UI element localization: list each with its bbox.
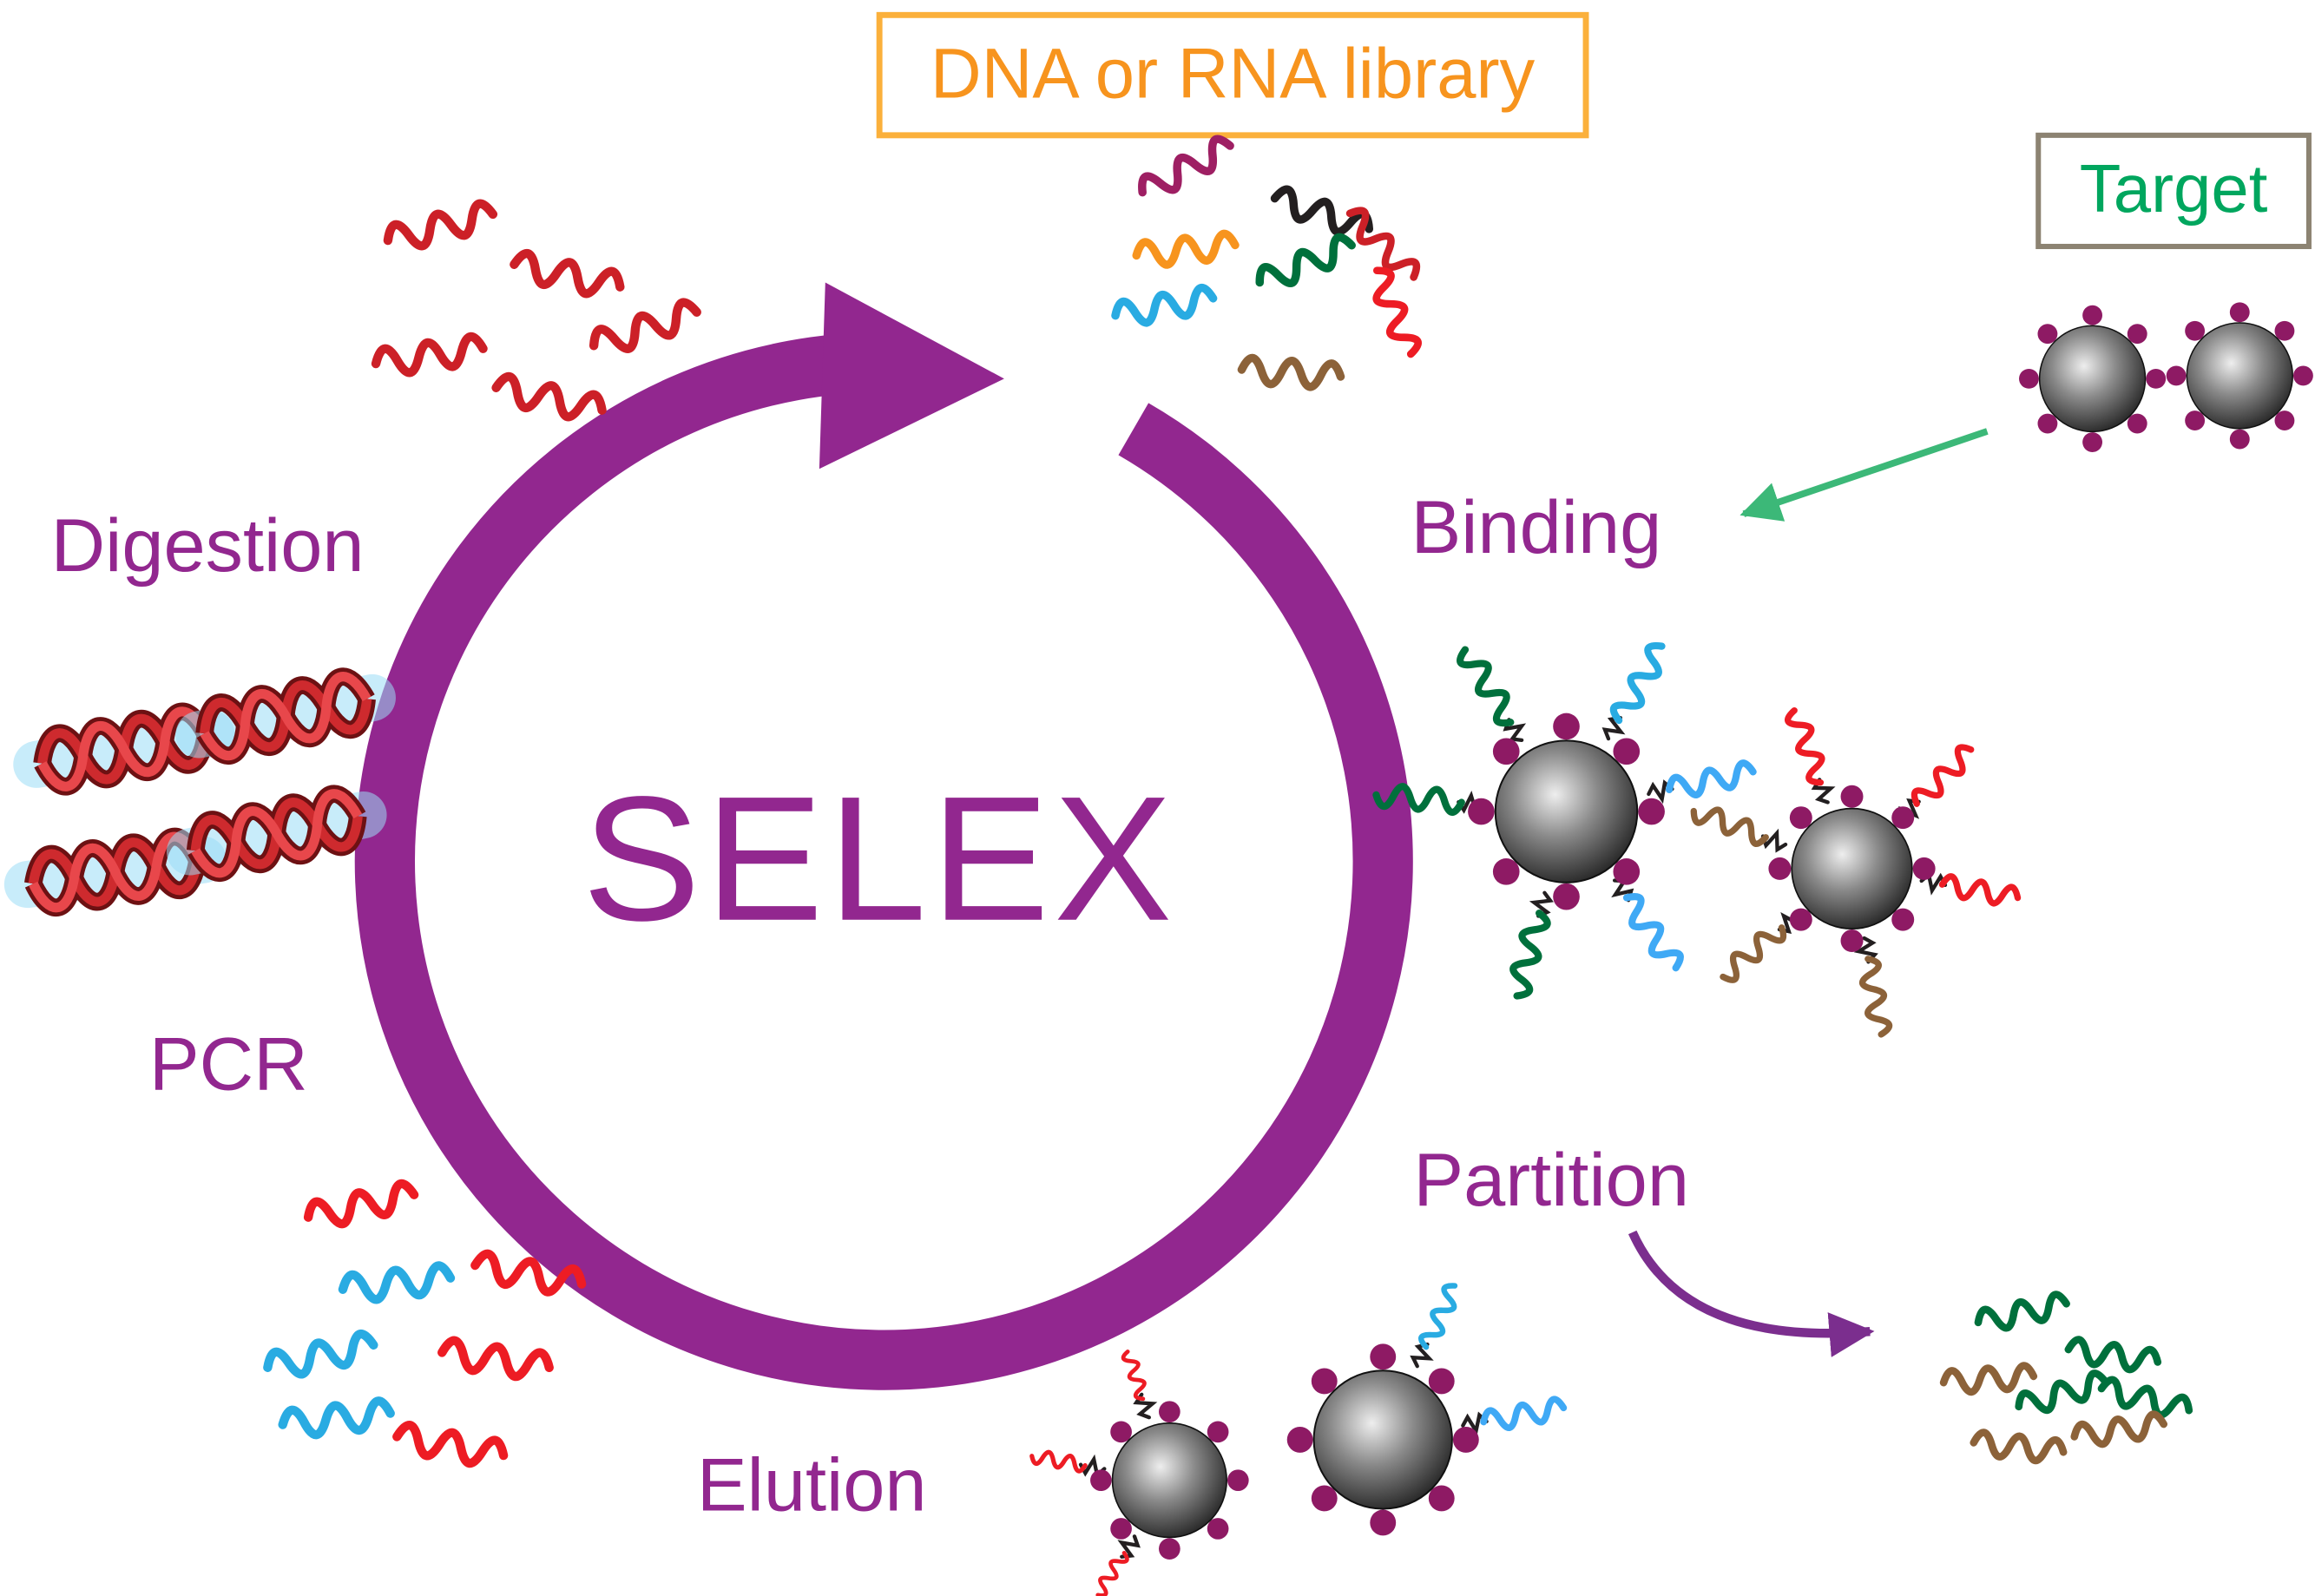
oligo-squiggle [1609,640,1671,726]
aptamer-arm [1599,640,1671,744]
aptamer-arm [1647,761,1755,805]
cycle-ring [354,332,1413,1390]
aptamer-arm [1855,936,1891,1036]
dna-helix [185,789,369,878]
oligo-squiggle [2099,1377,2192,1421]
oligo-squiggle [1858,957,1891,1036]
aptamer-arm [1457,644,1531,745]
oligo-squiggle [1136,135,1235,203]
nanoparticle [2018,305,2167,453]
oligo-squiggle [374,335,485,377]
oligo-squiggle [2016,1371,2108,1418]
oligo-squiggle [1507,910,1549,999]
aptamer-arm [1507,890,1555,999]
library-box-label: DNA or RNA library [931,35,1536,114]
oligo-squiggle [1941,875,2020,907]
oligo-squiggle [589,299,700,358]
oligo-squiggle [1667,761,1756,800]
target-box-label: Target [2080,150,2268,227]
oligo-squiggle [1943,1365,2034,1394]
nanoparticle [1286,1343,1480,1537]
oligo-squiggle [511,252,622,300]
step-label-partition: Partition [1413,1139,1689,1222]
aptamer-arm [1461,1398,1565,1435]
oligo-squiggle [306,1181,417,1230]
library-box-border [876,11,1589,139]
oligo-squiggle [1717,920,1788,984]
aptamer-arm [1121,1350,1156,1420]
oligo-squiggle [1482,1398,1565,1432]
aptamer-arm [1606,874,1685,974]
oligo-squiggle [2073,1413,2166,1448]
binding-complex [1690,707,2019,1036]
target-to-binding-arrow [1740,428,1989,522]
target-box: Target [2035,132,2312,250]
oligo-squiggle [1114,286,1216,328]
step-label-digestion: Digestion [51,504,365,588]
oligo-squiggle [385,201,497,253]
library-box: DNA or RNA library [876,11,1589,139]
target-box-border [2035,132,2312,250]
oligo-squiggle [1030,1449,1086,1472]
oligo-squiggle [493,375,604,424]
oligo-squiggle [1255,233,1357,293]
oligo-squiggle [440,1339,551,1381]
oligo-squiggle [1972,1431,2064,1463]
partition-arrow [1628,1230,1875,1357]
oligo-squiggle [281,1400,391,1438]
nanoparticle [1089,1400,1250,1560]
oligo-squiggle [1121,1350,1148,1401]
oligo-squiggle [1976,1293,2068,1334]
step-label-binding: Binding [1411,486,1661,569]
nanoparticle [2165,301,2314,450]
nanoparticle [1467,712,1666,911]
oligo-squiggle [1240,358,1341,389]
aptamer-arm [1091,1533,1141,1596]
aptamer-arm [1920,871,2020,907]
elution-complex [1286,1282,1566,1537]
cycle-arrowhead-icon [819,282,1004,470]
selex-cycle-arrow [354,282,1413,1390]
oligo-squiggle [341,1264,451,1303]
oligo-squiggle [1457,644,1520,728]
elution-complex [1030,1350,1250,1596]
dna-helix [194,672,378,761]
nanoparticle [1767,784,1937,953]
dsdna-helix-cluster [24,672,378,911]
oligo-squiggle [395,1423,506,1468]
oligo-squiggle [1690,802,1769,846]
oligo-squiggle [265,1332,376,1381]
step-label-elution: Elution [697,1443,927,1527]
aptamer-arm [1410,1282,1463,1369]
oligo-squiggle [2067,1338,2160,1373]
oligo-squiggle [1786,707,1830,786]
target-nanoparticles [2018,301,2314,453]
oligo-squiggle [1135,233,1237,267]
step-label-pcr: PCR [149,1022,308,1106]
library-oligo-cluster [1114,135,1422,389]
oligo-squiggle [1418,1282,1463,1350]
selex-center-label: SELEX [582,760,1177,958]
aptamer-arm [1786,707,1837,805]
partitioned-aptamer-cluster [1943,1293,2192,1464]
aptamer-arm [1690,802,1788,853]
oligo-squiggle [1618,891,1685,974]
